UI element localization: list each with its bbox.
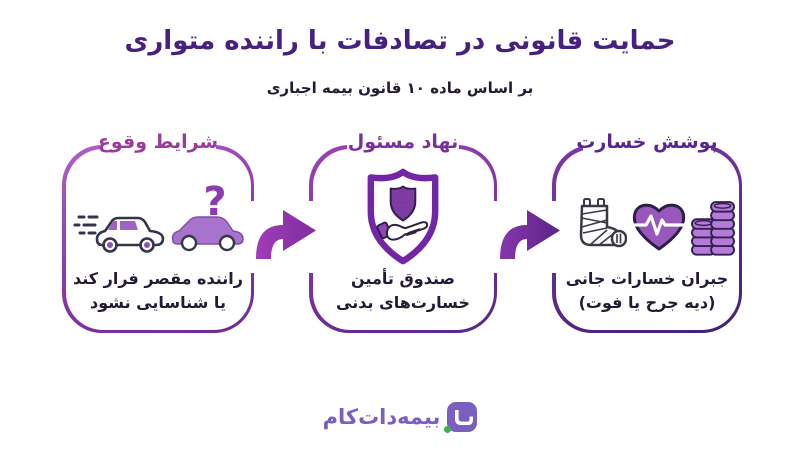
flow-arrow-2 (500, 210, 560, 259)
border-gap (247, 201, 254, 273)
shield-hand-icon (367, 168, 439, 265)
heart-pulse-icon (629, 203, 689, 251)
step-responsible-header: نهاد مسئول (347, 131, 459, 153)
brand-logo-text: بیمه‌دات‌کام (322, 405, 441, 429)
step-coverage-line1: جبران خسارات جانی (565, 269, 729, 288)
brand-logo: بیمه‌دات‌کام (0, 399, 800, 435)
unknown-car-icon: ? (171, 179, 244, 252)
brand-logo-icon (444, 402, 478, 433)
step-card-conditions: شرایط وقوع ? راننده مقصر فرار کند یا شنا… (62, 131, 254, 333)
step-conditions-header: شرایط وقوع (97, 131, 219, 153)
step-card-responsible: نهاد مسئول صندوق تأمین خسارت‌های بدنی (309, 131, 497, 333)
page-subtitle: بر اساس ماده ۱۰ قانون بیمه اجباری (266, 79, 534, 97)
border-gap (583, 145, 711, 152)
border-gap (309, 201, 316, 273)
flow-arrow-1 (256, 210, 316, 259)
step-coverage-line2: (دیه جرح یا فوت) (578, 293, 716, 312)
step-conditions-description: راننده مقصر فرار کند یا شناسایی نشود (68, 267, 248, 315)
border-gap (490, 201, 497, 273)
step-responsible-description: صندوق تأمین خسارت‌های بدنی (315, 267, 491, 315)
question-mark-glyph: ? (203, 179, 226, 225)
speeding-car-icon (73, 215, 165, 253)
border-gap (347, 145, 459, 152)
beh-letter-glyph (455, 410, 474, 425)
step-responsible-line1: صندوق تأمین (351, 269, 455, 288)
step-conditions-line1: راننده مقصر فرار کند (73, 269, 243, 288)
step-coverage-description: جبران خسارات جانی (دیه جرح یا فوت) (558, 267, 736, 315)
step-responsible-line2: خسارت‌های بدنی (336, 293, 470, 312)
step-conditions-line2: یا شناسایی نشود (90, 293, 226, 312)
step-coverage-header: پوشش خسارت (576, 131, 718, 153)
coins-icon (691, 201, 735, 256)
page-title: حمایت قانونی در تصادفات با راننده متواری (124, 26, 676, 56)
border-gap (100, 145, 216, 152)
border-gap (552, 201, 559, 273)
logo-green-dot (444, 426, 452, 433)
step-card-coverage: پوشش خسارت (552, 131, 742, 333)
leg-cast-icon (579, 198, 627, 248)
